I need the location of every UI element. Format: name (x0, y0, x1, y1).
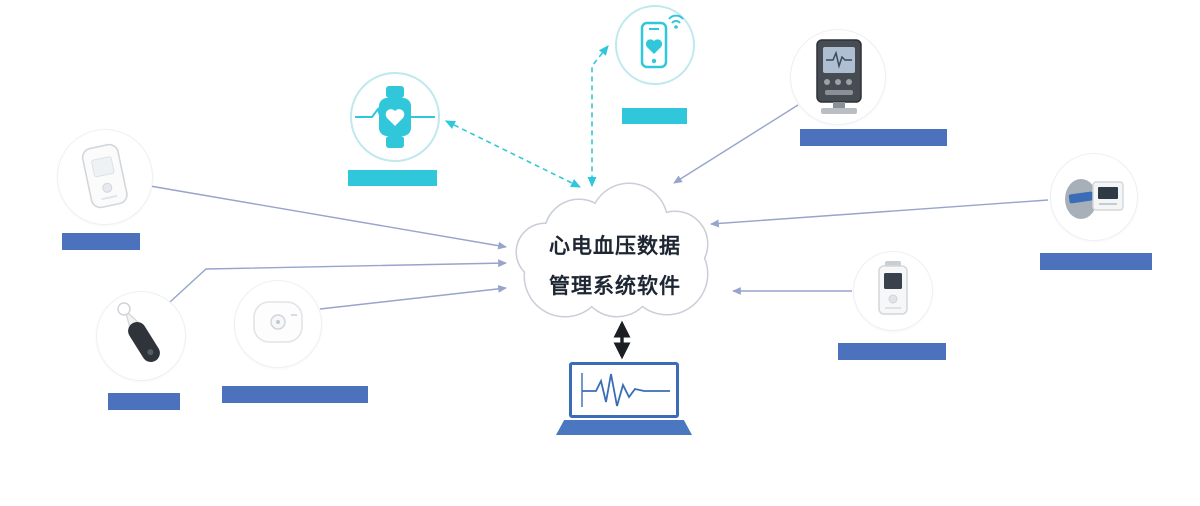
smartwatch-node (350, 72, 440, 162)
cloud-title-line1: 心电血压数据 (549, 235, 681, 258)
handheld-device-label-bar (62, 233, 140, 250)
holter-recorder-node (853, 251, 933, 331)
laptop-ecg-icon (581, 373, 670, 407)
holter-recorder-icon (878, 261, 908, 315)
edge-phone-cloud-dashed (587, 45, 609, 188)
bp-monitor-node (1050, 153, 1138, 241)
patch-device-node (234, 280, 322, 368)
smartphone-icon (640, 14, 684, 69)
laptop-base (556, 420, 692, 435)
handheld-device-icon (81, 143, 128, 209)
smartphone-node (615, 5, 695, 85)
edge-patch-to-cloud (319, 284, 507, 310)
patch-device-label-bar (222, 386, 368, 403)
ecg-monitor-node (790, 29, 886, 125)
holter-recorder-label-bar (838, 343, 946, 360)
smartwatch-label-bar (348, 170, 437, 186)
patch-device-icon (253, 301, 303, 343)
laptop-node (556, 362, 692, 442)
bp-monitor-label-bar (1040, 253, 1152, 270)
edge-handheld-to-cloud (149, 185, 507, 250)
ecg-monitor-label-bar (800, 129, 947, 146)
cloud-icon (515, 182, 709, 318)
handheld-device-node (57, 129, 153, 225)
ear-device-icon (117, 302, 160, 363)
cloud-shape: 心电血压数据 管理系统软件 (505, 172, 725, 324)
laptop-screen (569, 362, 679, 418)
cloud-title-line2: 管理系统软件 (549, 275, 681, 298)
edge-bp-to-cloud (710, 199, 1049, 228)
edge-ear-to-cloud (169, 259, 507, 303)
smartwatch-icon (355, 86, 435, 148)
ecg-monitor-icon (816, 39, 862, 114)
smartphone-label-bar (622, 108, 687, 124)
bp-monitor-icon (1065, 179, 1124, 219)
ear-device-label-bar (108, 393, 180, 410)
ear-device-node (96, 291, 186, 381)
